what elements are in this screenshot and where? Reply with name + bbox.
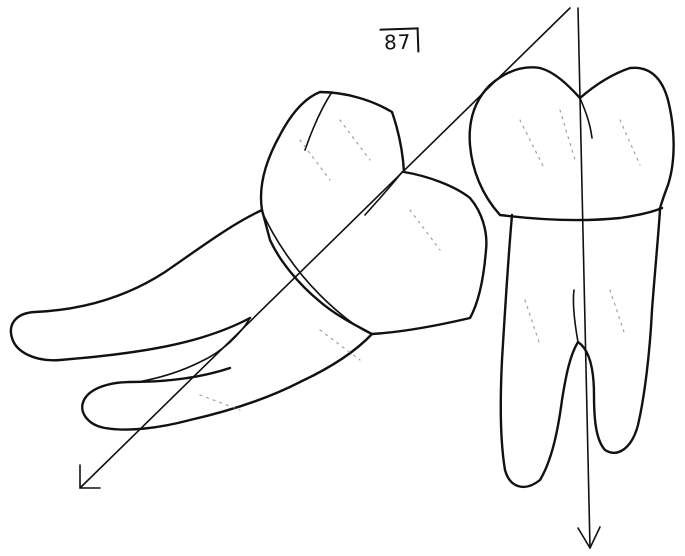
upright-molar-axis-arrow xyxy=(578,8,600,548)
tilted-tooth-root-furcation xyxy=(138,318,250,382)
upright-molar-cusp-groove xyxy=(580,98,592,138)
tilted-tooth-back-root xyxy=(11,210,262,360)
tilted-tooth-crown xyxy=(261,92,486,334)
tilted-tooth xyxy=(11,92,486,430)
upright-molar xyxy=(470,67,674,487)
tilted-tooth-axis-arrow xyxy=(80,8,570,488)
upright-molar-furcation-detail xyxy=(573,290,578,342)
tilted-tooth-front-root xyxy=(82,334,372,430)
upright-molar-shading xyxy=(520,110,640,345)
upright-molar-cej xyxy=(500,208,662,220)
upright-molar-crown xyxy=(470,67,674,215)
upright-molar-roots xyxy=(501,210,660,487)
tilted-tooth-cej xyxy=(262,212,372,334)
